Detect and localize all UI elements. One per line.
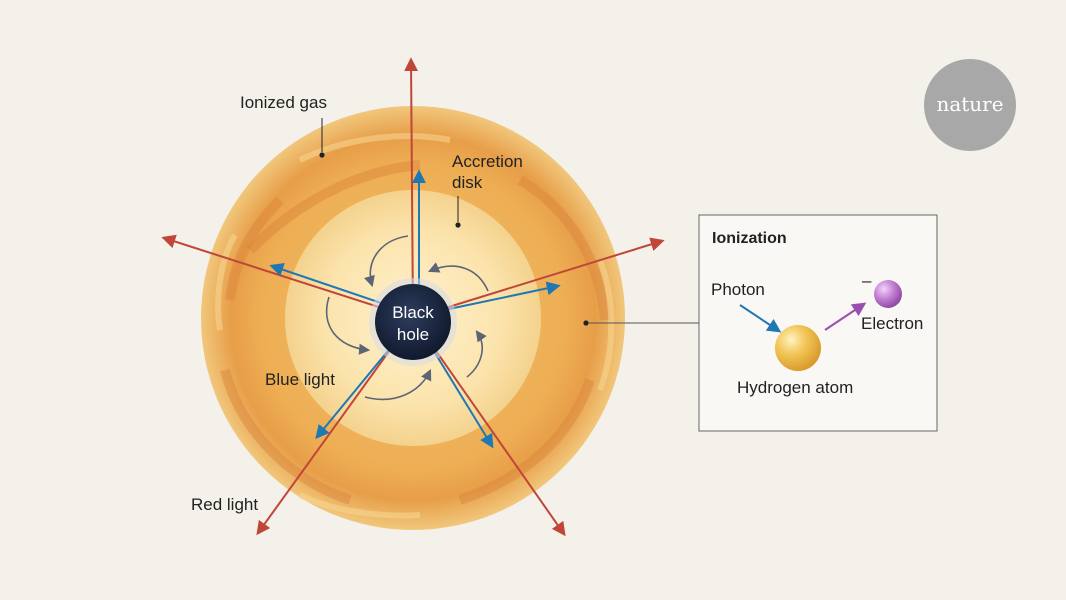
accretion-disk-label-line1: Accretion [452, 152, 523, 171]
red-light-label: Red light [191, 495, 258, 514]
inset-connector-dot [583, 320, 589, 326]
nature-logo: nature [924, 59, 1016, 151]
electron [874, 280, 902, 308]
photon-label: Photon [711, 280, 765, 299]
electron-label: Electron [861, 314, 923, 333]
ionized-gas-leader-dot [319, 152, 325, 158]
blue-light-label: Blue light [265, 370, 335, 389]
red-ray-up [404, 57, 419, 319]
electron-arrow [824, 302, 867, 331]
black-hole: Black hole [369, 278, 457, 366]
photon-arrow [739, 304, 782, 333]
hydrogen-atom [775, 325, 821, 371]
hydrogen-atom-label: Hydrogen atom [737, 378, 853, 397]
accretion-disk-label-line2: disk [452, 173, 483, 192]
black-hole-label-line2: hole [397, 325, 429, 344]
accretion-disk-leader-dot [455, 222, 461, 228]
ionized-gas-label: Ionized gas [240, 93, 327, 112]
nature-logo-text: nature [936, 92, 1003, 116]
red-ray-upper-right [412, 237, 665, 319]
inset-title: Ionization [712, 230, 787, 247]
ionization-inset: Ionization Photon – Electron Hydrogen at… [698, 214, 938, 432]
red-ray-upper-left [161, 234, 414, 319]
black-hole-label-line1: Black [392, 303, 434, 322]
electron-charge-label: – [862, 271, 872, 290]
accretion-swirl-arrows [325, 235, 489, 401]
inset-box [698, 214, 938, 432]
